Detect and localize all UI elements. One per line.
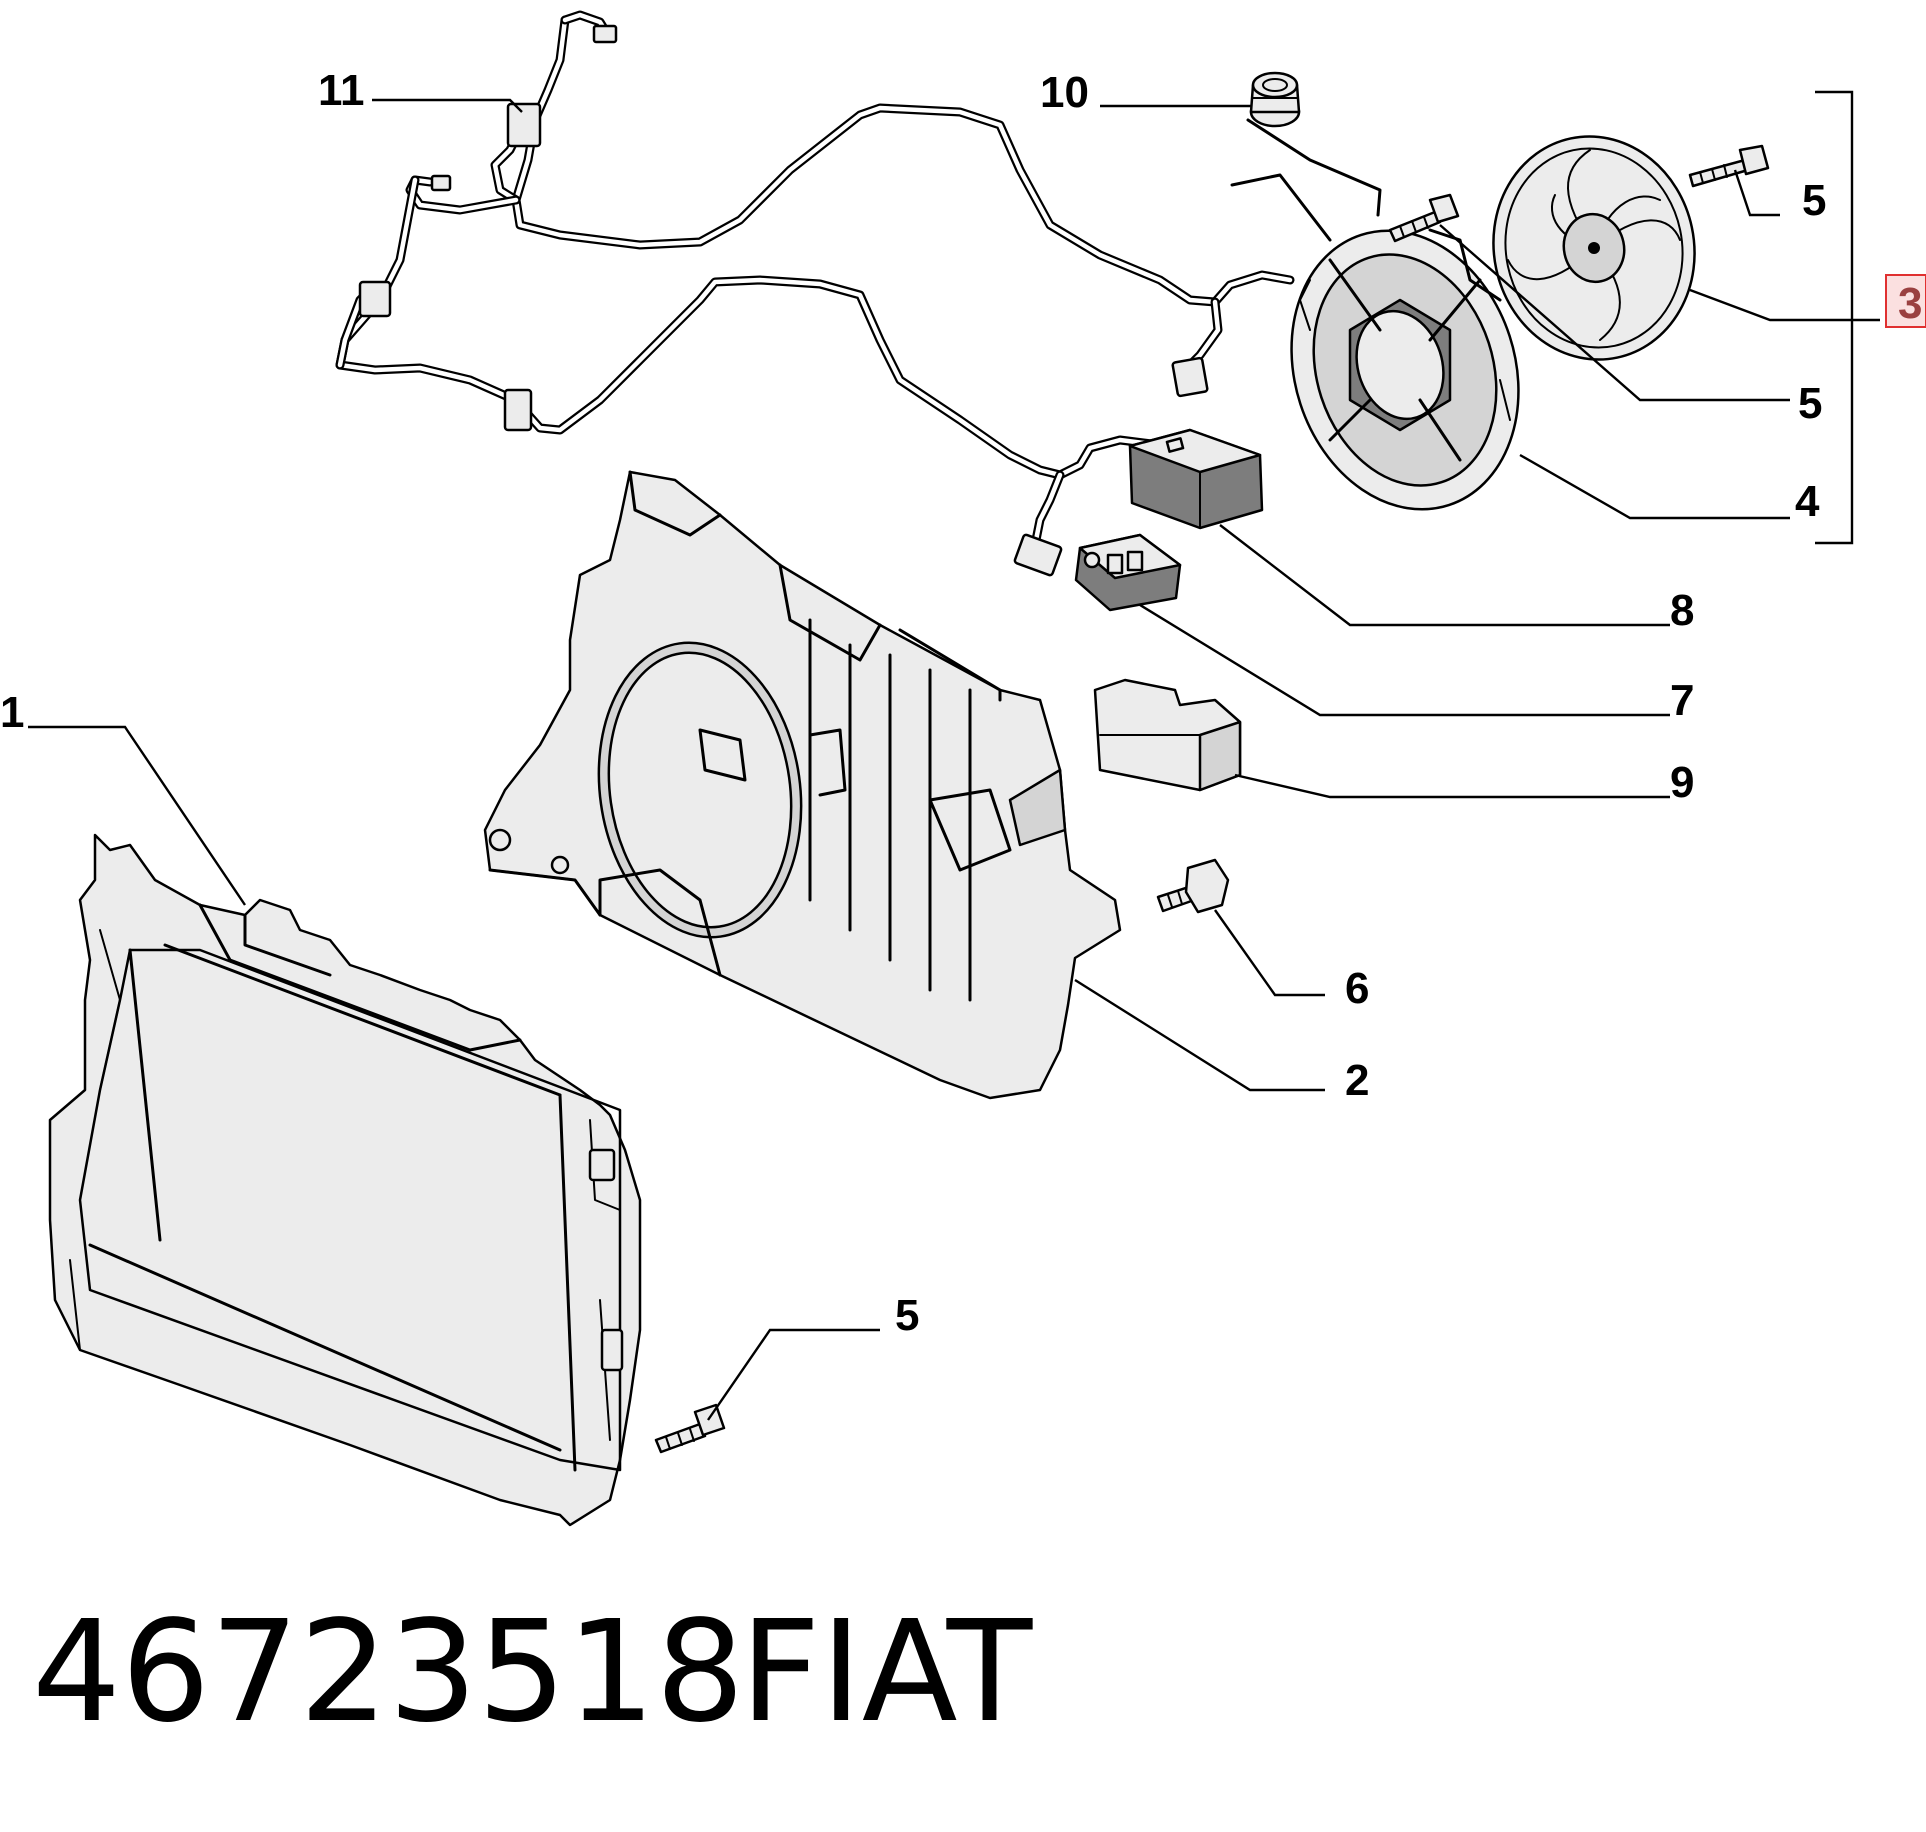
control-module-part-8[interactable] [1128,428,1264,530]
resistor-part-7[interactable] [1074,533,1182,612]
leader-lines [28,98,1880,1421]
radiator-support-part-1[interactable] [48,833,642,1527]
fan-support-frame-part-2[interactable] [483,470,1122,1100]
fan-impeller-part-3[interactable] [1473,118,1715,379]
callout-labels: 11 10 5 3 5 4 8 7 9 6 2 1 5 [0,66,1926,1340]
screw-part-5-middle[interactable] [1388,193,1460,243]
grommet-part-10[interactable] [1249,71,1301,128]
callout-4: 4 [1795,477,1820,526]
callout-8: 8 [1670,586,1694,635]
callout-10: 10 [1040,68,1089,117]
callout-5-shroud-bolt: 5 [1798,379,1822,428]
screw-part-5-upper[interactable] [1688,144,1770,188]
part-number: 46723518 [32,1591,745,1754]
callout-7: 7 [1670,676,1694,725]
fan-shroud-part-4[interactable] [1230,118,1553,539]
screw-part-5-lower[interactable] [654,1403,726,1454]
callout-3-highlight-box [1885,274,1926,328]
callout-5-lower: 5 [895,1291,919,1340]
callout-6: 6 [1345,964,1369,1013]
footer: 46723518 FIAT [32,1591,1033,1754]
callout-2: 2 [1345,1056,1369,1105]
callout-9: 9 [1670,758,1694,807]
callout-1: 1 [0,688,24,737]
assembly-bracket [1815,90,1854,545]
brand-name: FIAT [740,1591,1033,1754]
bolt-part-6[interactable] [1156,858,1230,914]
callout-3: 3 [1898,279,1922,328]
wiring-harness-part-11[interactable] [335,10,1295,577]
callout-5-fan-bolt: 5 [1802,176,1826,225]
block-part-9[interactable] [1093,678,1242,792]
callout-11: 11 [318,66,365,115]
